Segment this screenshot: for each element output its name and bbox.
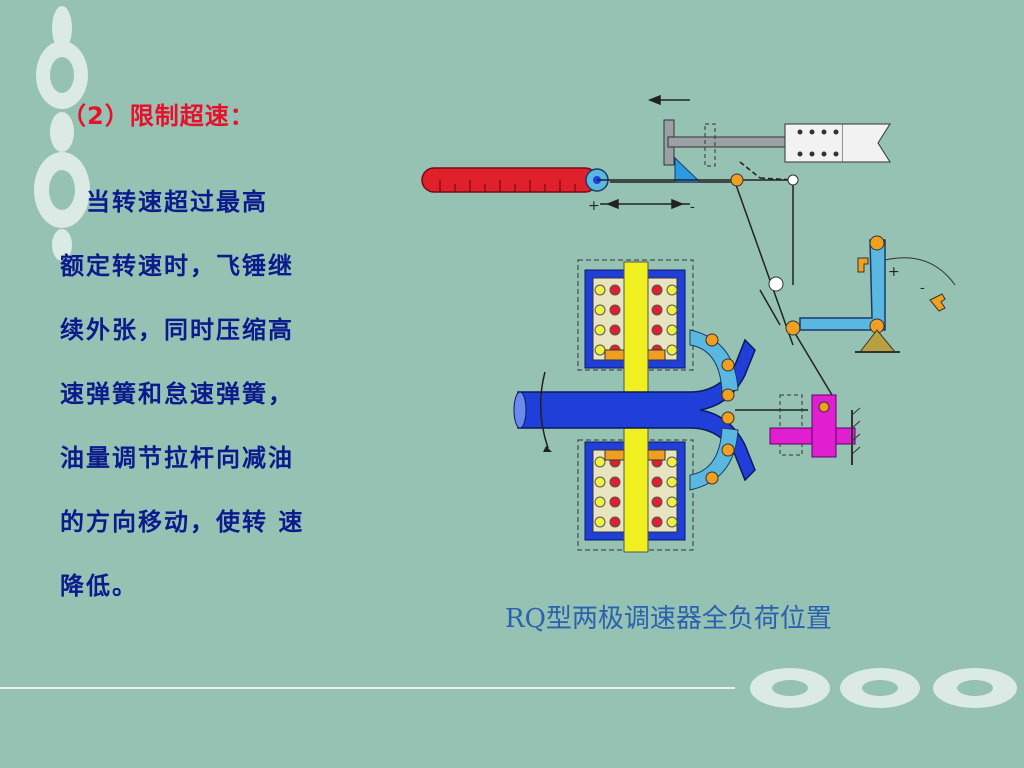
body-line: 油量调节拉杆向减油	[60, 444, 294, 472]
body-line: 续外张，同时压缩高	[60, 316, 294, 344]
section-heading: （2）限制超速：	[62, 102, 255, 130]
body-line: 降低。	[60, 572, 138, 600]
minus-sign-lever: -	[690, 199, 695, 215]
plus-sign-lever: +	[588, 198, 600, 214]
control-lever-arm	[799, 235, 956, 353]
body-line: 速弹簧和怠速弹簧，	[60, 380, 294, 408]
pivot-pins	[730, 173, 801, 336]
rack-travel-arrows	[600, 94, 735, 210]
body-line: 额定转速时，飞锤继	[60, 252, 294, 280]
bell-crank-levers	[689, 329, 739, 491]
body-line: 当转速超过最高	[60, 188, 268, 216]
diagram-caption: RQ型两极调速器全负荷位置	[505, 604, 832, 634]
slider-block	[769, 394, 861, 465]
minus-sign-arm: -	[920, 280, 925, 296]
plus-sign-arm: +	[888, 264, 900, 280]
body-line: 的方向移动，使转 速	[60, 508, 305, 536]
full-load-stop	[663, 119, 891, 183]
linkage-rods	[597, 161, 836, 411]
body-paragraph: 当转速超过最高 额定转速时，飞锤继 续外张，同时压缩高 速弹簧和怠速弹簧， 油量…	[60, 170, 390, 618]
fuel-control-rack	[421, 167, 609, 193]
